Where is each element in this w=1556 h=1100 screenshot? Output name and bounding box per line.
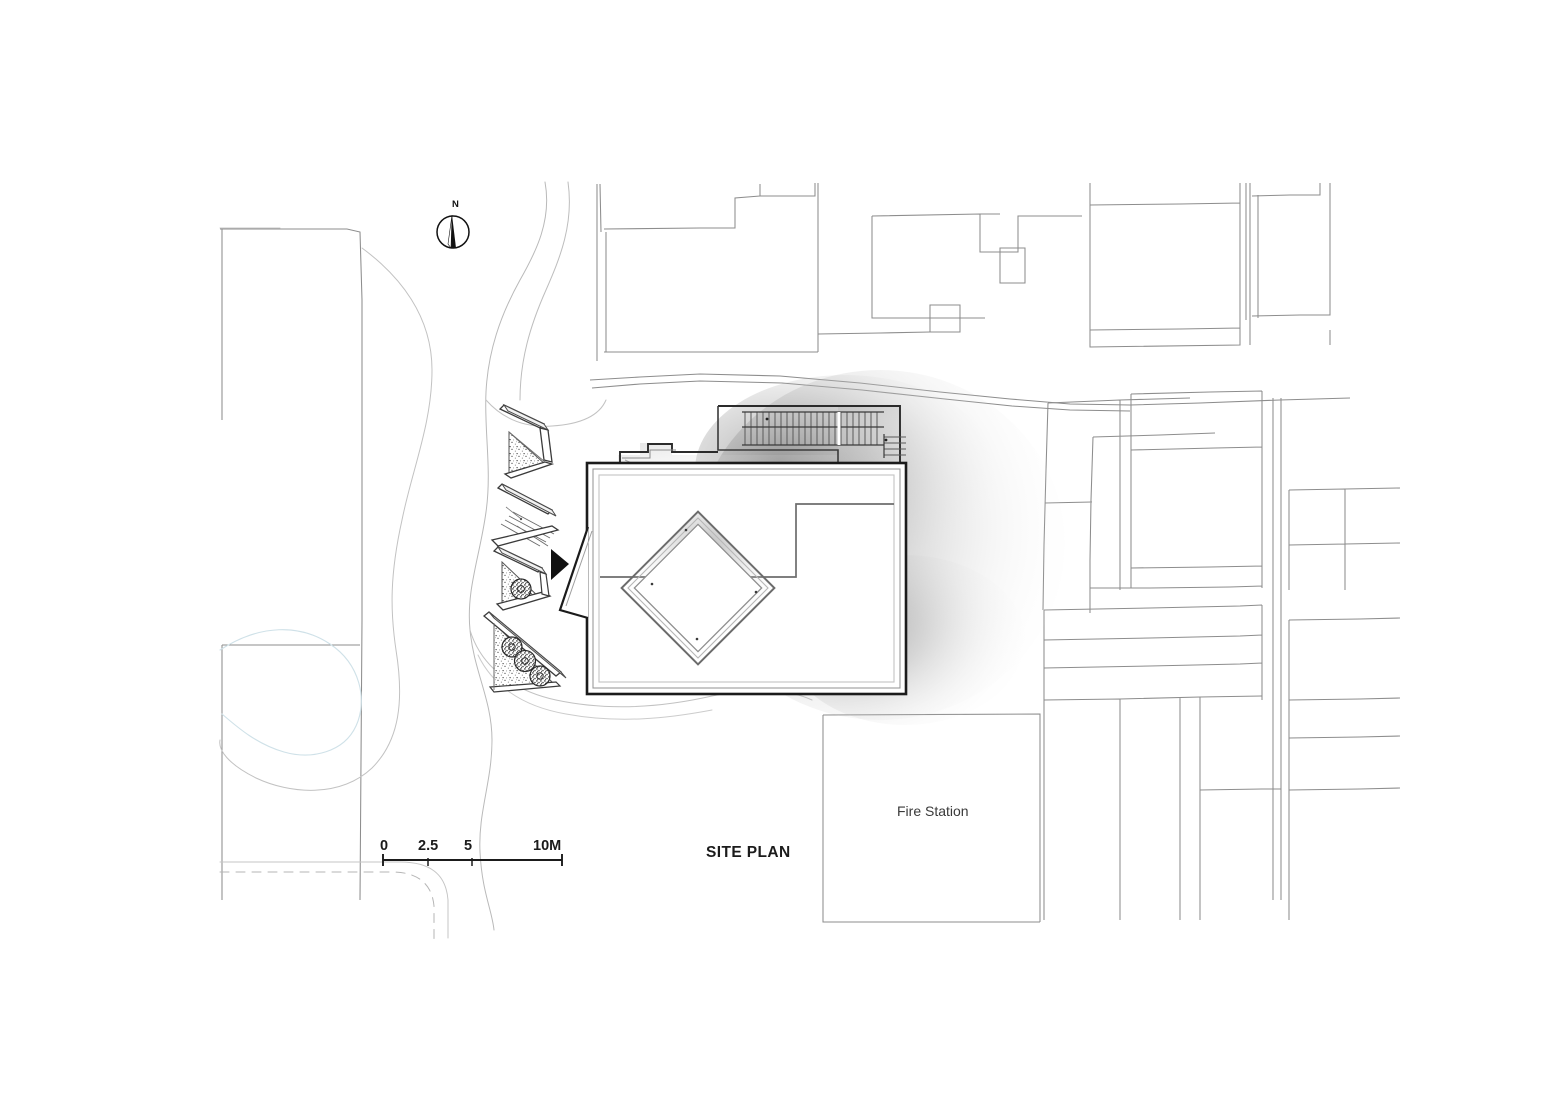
courtyard-outer <box>620 510 776 666</box>
stair-dot-a <box>884 438 888 442</box>
terrace-2-ramp <box>490 483 560 547</box>
context-building-d <box>1249 183 1331 345</box>
building-inner-face <box>598 474 895 683</box>
stair-stringer <box>742 411 884 446</box>
contour-left-inner <box>219 629 362 756</box>
entrance-marker-triangle <box>551 549 569 580</box>
street-edge-left <box>220 228 363 901</box>
terrace-2-treads <box>500 511 555 547</box>
context-plot-k <box>1043 695 1263 920</box>
terrace-4 <box>482 611 567 693</box>
terrace-2-leader <box>505 506 521 519</box>
scale-tick-label-2-5: 2.5 <box>418 838 439 854</box>
context-building-d2 <box>1245 183 1259 320</box>
contour-site-west <box>485 399 607 427</box>
contour-watercourse-main <box>468 181 548 931</box>
roof-step-left <box>619 443 718 462</box>
courtyard-diamond <box>620 510 776 666</box>
context-plot-j <box>1288 617 1401 790</box>
scale-bar <box>382 854 563 866</box>
roof-step-left-thin <box>622 449 676 459</box>
scale-tick-label-0: 0 <box>380 838 389 854</box>
fire-station-plot <box>822 713 1041 923</box>
terrace-2-wall-upper-top <box>501 483 557 517</box>
context-building-b2 <box>929 304 961 333</box>
terrace-4-wall-upper-top <box>488 611 567 679</box>
north-arrow <box>436 214 470 249</box>
entrance-wall-angled <box>558 526 590 620</box>
stair-dot-d <box>765 417 769 421</box>
contour-bottom-rounded-dash <box>219 871 435 941</box>
north-arrow-letter: N <box>452 199 459 210</box>
courtyard-cavity <box>627 517 769 659</box>
terrace-1 <box>498 403 555 479</box>
context-building-a <box>596 183 818 361</box>
context-plot-g <box>1272 398 1282 900</box>
context-building-b <box>871 213 1082 319</box>
terrace-1-wall-upper-top <box>502 403 550 432</box>
stair-run-top <box>742 411 884 446</box>
context-plot-l <box>1199 697 1401 920</box>
contour-left-large <box>219 247 433 791</box>
context-buildings-layer <box>220 183 1401 923</box>
building-wall-cavity <box>592 468 901 689</box>
scale-tick-label-5: 5 <box>464 838 473 854</box>
north-arrow-needle-dark <box>451 215 456 248</box>
courtyard-inner <box>633 523 763 653</box>
contour-bank-east <box>519 181 570 401</box>
terrace-1-wall-right <box>539 427 553 463</box>
contour-bottom-rounded <box>219 861 449 939</box>
page-title: SITE PLAN <box>706 844 791 861</box>
fire-station-label: Fire Station <box>897 803 969 819</box>
entrance-wall-thin <box>565 530 593 607</box>
terrace-1-edge <box>508 431 546 463</box>
context-block-upper-left <box>220 227 223 420</box>
tree-symbol-4 <box>529 665 551 687</box>
landscape-terraces <box>482 403 567 693</box>
terrace-2-wall-lower <box>490 525 560 547</box>
tree-symbol-1 <box>510 578 532 600</box>
courtyard-corner-marks <box>650 528 758 641</box>
terrace-1-wall-lower <box>503 461 555 479</box>
tree-symbol-2 <box>501 636 523 658</box>
context-building-a2 <box>759 183 931 352</box>
context-building-b3 <box>999 247 1026 284</box>
tree-symbol-3 <box>513 649 537 673</box>
terrace-2-leader-dot <box>519 517 523 521</box>
terrace-3 <box>492 545 552 611</box>
context-plot-f <box>1090 390 1263 589</box>
context-building-c <box>1089 183 1241 348</box>
context-plot-h <box>1288 487 1401 590</box>
terrace-3-wall-right <box>539 571 550 597</box>
context-plot-e <box>1042 397 1216 613</box>
context-plot-i <box>1043 604 1263 700</box>
north-arrow-needle-light <box>447 214 453 249</box>
scale-tick-label-10m: 10M <box>533 838 562 854</box>
